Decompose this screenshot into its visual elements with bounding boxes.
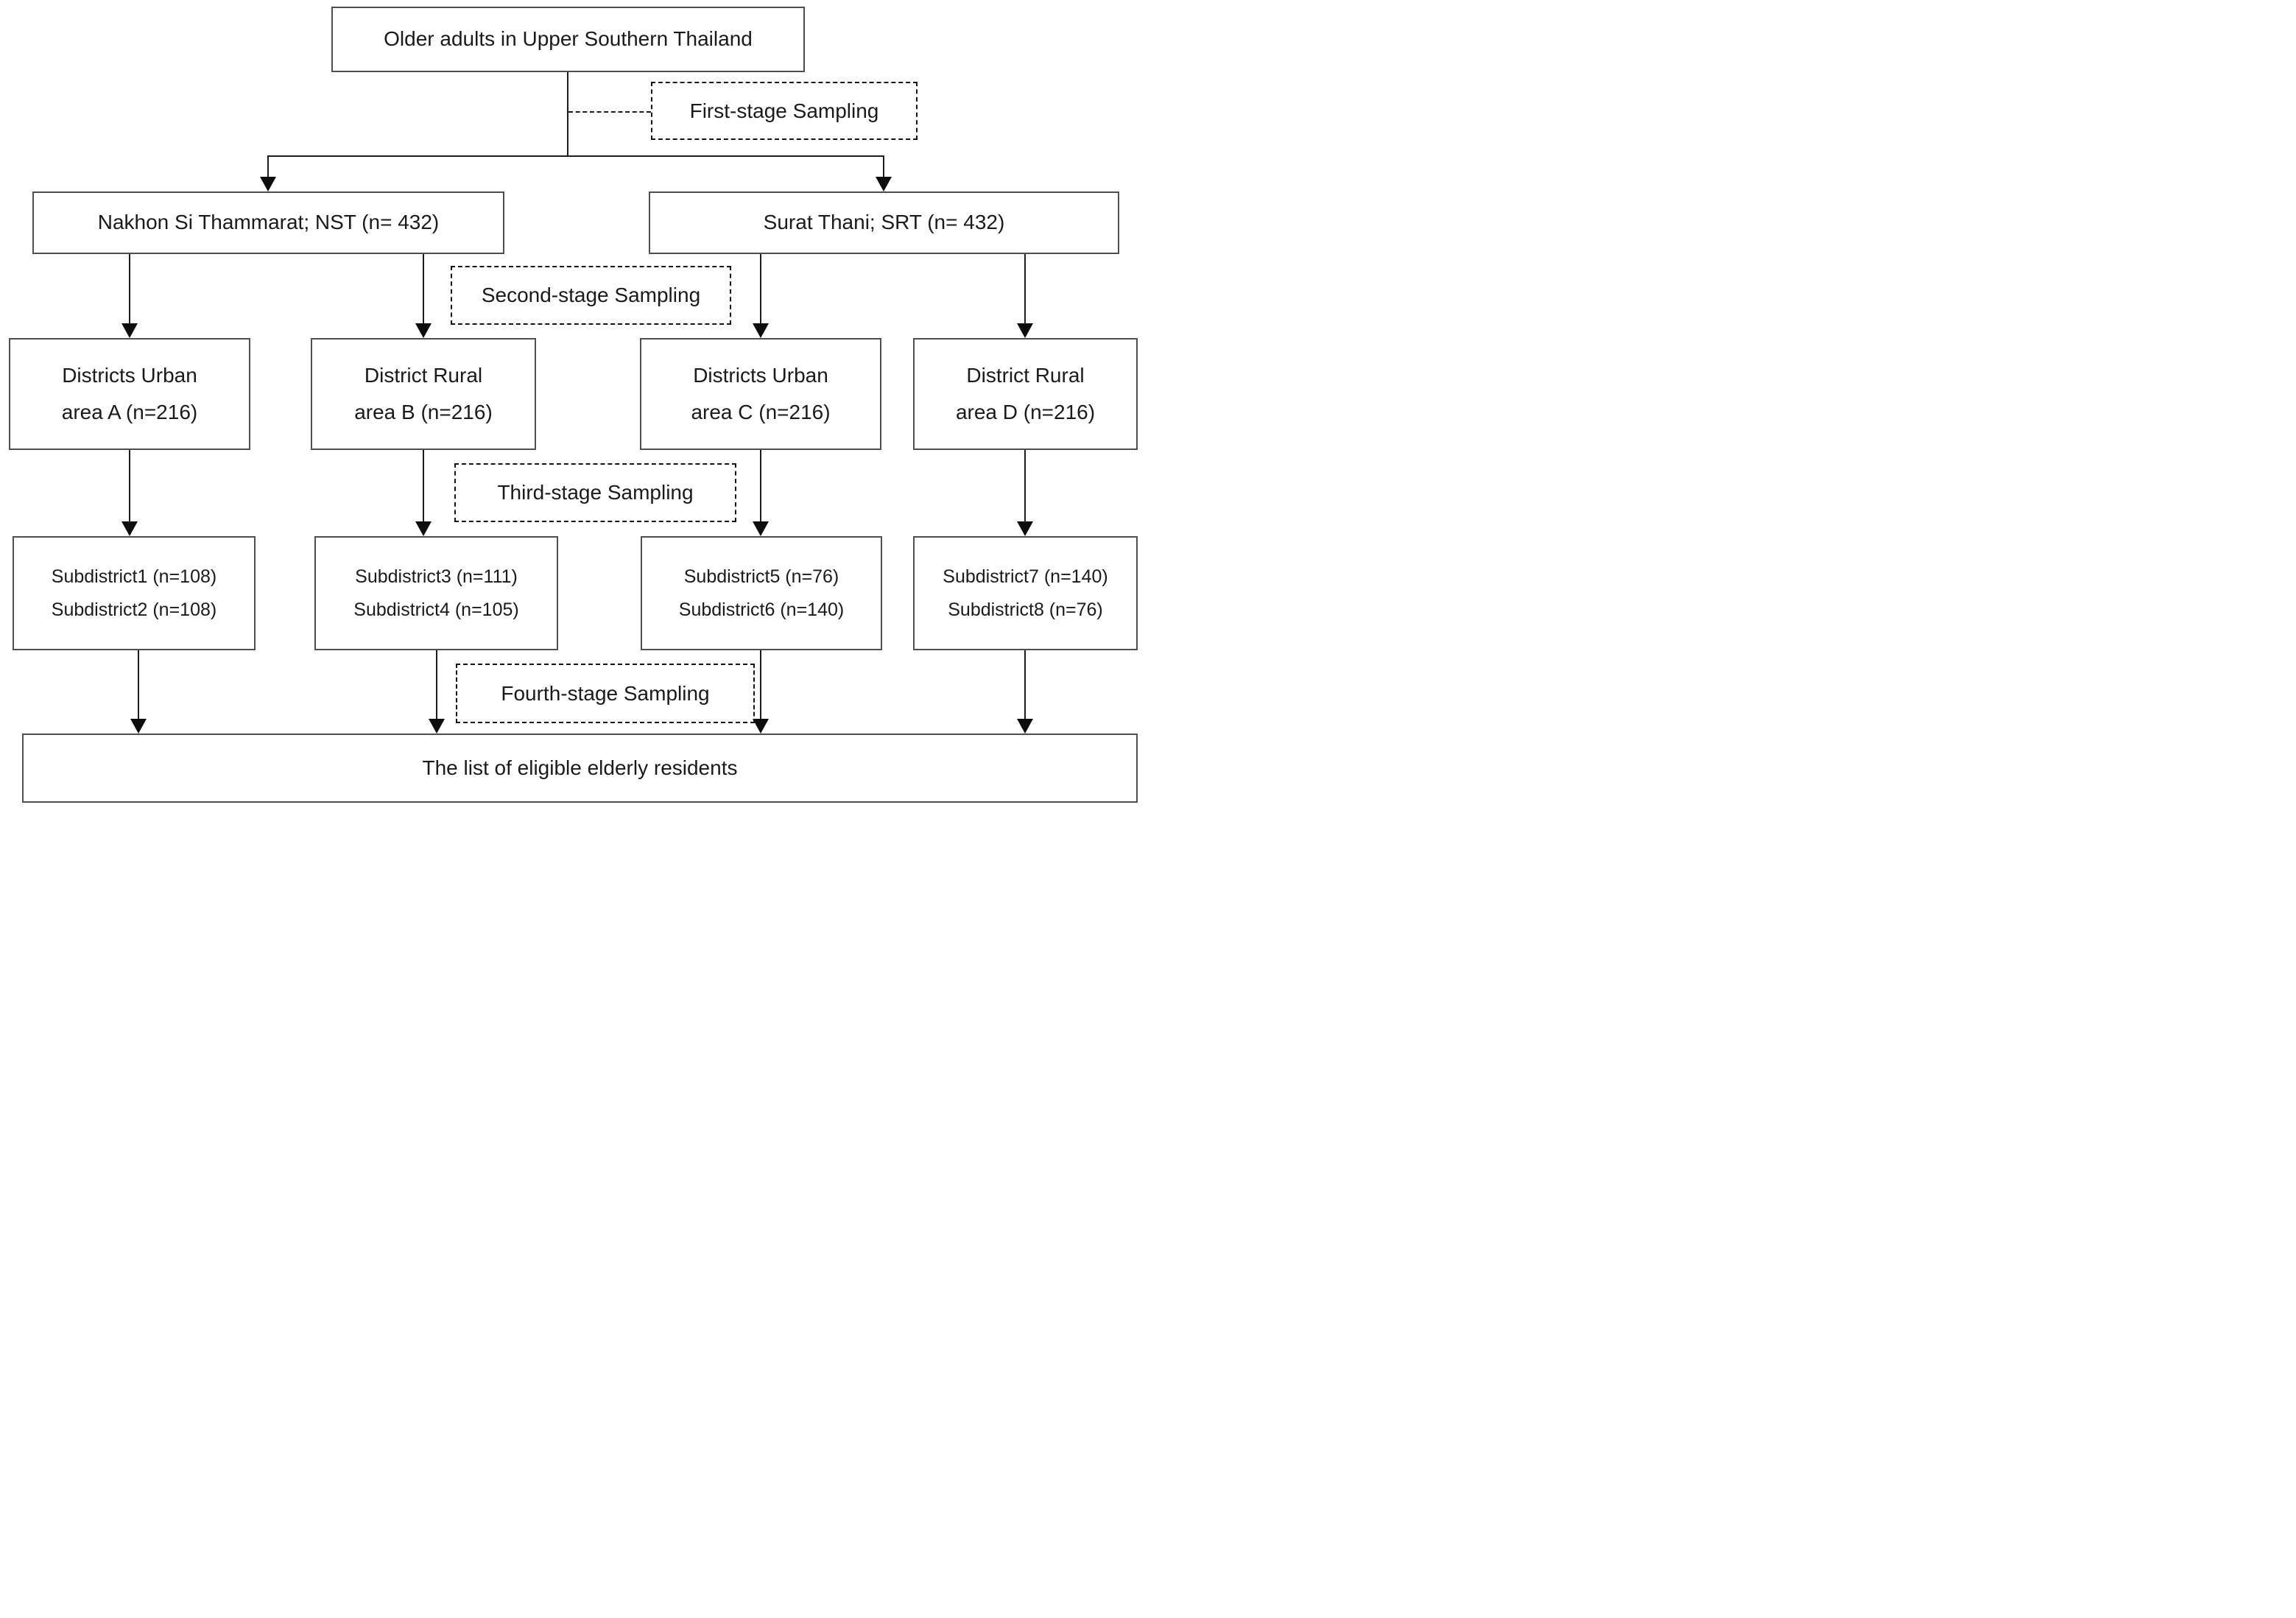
- subdistrict-box-2: Subdistrict3 (n=111) Subdistrict4 (n=105…: [314, 536, 558, 650]
- multistage-sampling-flowchart: Older adults in Upper Southern Thailand …: [0, 0, 1148, 809]
- connector-srt-district-c: [760, 254, 761, 325]
- connector-district-c-sub: [760, 450, 761, 523]
- arrowhead-sub-3: [753, 521, 769, 536]
- arrowhead-result-1: [130, 719, 147, 734]
- population-box: Older adults in Upper Southern Thailand: [331, 7, 805, 72]
- connector-srt-district-d: [1024, 254, 1026, 325]
- district-box-b-line2: area B (n=216): [354, 401, 493, 423]
- arrowhead-to-srt: [876, 177, 892, 191]
- arrowhead-result-3: [753, 719, 769, 734]
- province-box-nst-label: Nakhon Si Thammarat; NST (n= 432): [97, 211, 440, 234]
- arrowhead-district-a: [122, 323, 138, 338]
- district-box-c-line2: area C (n=216): [691, 401, 831, 423]
- district-box-a-line2: area A (n=216): [61, 401, 198, 423]
- third-stage-sampling-label: Third-stage Sampling: [497, 481, 694, 504]
- result-box: The list of eligible elderly residents: [22, 734, 1138, 803]
- district-box-d-line2: area D (n=216): [955, 401, 1096, 423]
- province-box-nst: Nakhon Si Thammarat; NST (n= 432): [32, 191, 504, 254]
- connector-sub1-result: [138, 650, 139, 720]
- connector-district-d-sub: [1024, 450, 1026, 523]
- arrowhead-district-d: [1017, 323, 1033, 338]
- subdistrict-box-3-line1: Subdistrict5 (n=76): [683, 566, 839, 587]
- fourth-stage-sampling-label: Fourth-stage Sampling: [501, 681, 710, 705]
- arrowhead-sub-2: [415, 521, 432, 536]
- arrowhead-to-nst: [260, 177, 276, 191]
- connector-to-nst: [267, 155, 269, 177]
- district-box-c: Districts Urban area C (n=216): [640, 338, 881, 450]
- connector-nst-district-b: [423, 254, 424, 325]
- connector-sub2-result: [436, 650, 437, 720]
- connector-branch-line: [267, 155, 884, 157]
- connector-district-b-sub: [423, 450, 424, 523]
- district-box-a-line1: Districts Urban: [62, 364, 197, 387]
- subdistrict-box-2-line2: Subdistrict4 (n=105): [353, 599, 519, 620]
- arrowhead-result-4: [1017, 719, 1033, 734]
- arrowhead-sub-4: [1017, 521, 1033, 536]
- subdistrict-box-4-line2: Subdistrict8 (n=76): [948, 599, 1103, 620]
- subdistrict-box-4-line1: Subdistrict7 (n=140): [943, 566, 1108, 587]
- connector-sub3-result: [760, 650, 761, 720]
- province-box-srt: Surat Thani; SRT (n= 432): [649, 191, 1119, 254]
- subdistrict-box-3: Subdistrict5 (n=76) Subdistrict6 (n=140): [641, 536, 882, 650]
- subdistrict-box-1-line1: Subdistrict1 (n=108): [51, 566, 217, 587]
- subdistrict-box-1: Subdistrict1 (n=108) Subdistrict2 (n=108…: [13, 536, 256, 650]
- district-box-d-line1: District Rural: [966, 364, 1085, 387]
- district-box-b: District Rural area B (n=216): [311, 338, 536, 450]
- district-box-d: District Rural area D (n=216): [913, 338, 1138, 450]
- third-stage-sampling-box: Third-stage Sampling: [454, 463, 736, 522]
- fourth-stage-sampling-box: Fourth-stage Sampling: [456, 664, 755, 723]
- connector-to-srt: [883, 155, 884, 177]
- district-box-b-line1: District Rural: [364, 364, 483, 387]
- connector-district-a-sub: [129, 450, 130, 523]
- arrowhead-sub-1: [122, 521, 138, 536]
- subdistrict-box-2-line1: Subdistrict3 (n=111): [355, 566, 518, 587]
- connector-root-stem: [567, 72, 568, 156]
- district-box-c-line1: Districts Urban: [693, 364, 828, 387]
- arrowhead-result-2: [429, 719, 445, 734]
- subdistrict-box-1-line2: Subdistrict2 (n=108): [51, 599, 217, 620]
- arrowhead-district-c: [753, 323, 769, 338]
- arrowhead-district-b: [415, 323, 432, 338]
- subdistrict-box-4: Subdistrict7 (n=140) Subdistrict8 (n=76): [913, 536, 1138, 650]
- subdistrict-box-3-line2: Subdistrict6 (n=140): [678, 599, 845, 620]
- first-stage-sampling-label: First-stage Sampling: [689, 99, 879, 122]
- province-box-srt-label: Surat Thani; SRT (n= 432): [763, 211, 1005, 234]
- connector-nst-district-a: [129, 254, 130, 325]
- dotted-connector-first-stage: [568, 111, 651, 113]
- result-box-label: The list of eligible elderly residents: [422, 756, 738, 779]
- connector-sub4-result: [1024, 650, 1026, 720]
- population-box-label: Older adults in Upper Southern Thailand: [384, 27, 753, 51]
- second-stage-sampling-box: Second-stage Sampling: [451, 266, 731, 325]
- second-stage-sampling-label: Second-stage Sampling: [481, 284, 701, 306]
- district-box-a: Districts Urban area A (n=216): [9, 338, 250, 450]
- first-stage-sampling-box: First-stage Sampling: [651, 82, 918, 140]
